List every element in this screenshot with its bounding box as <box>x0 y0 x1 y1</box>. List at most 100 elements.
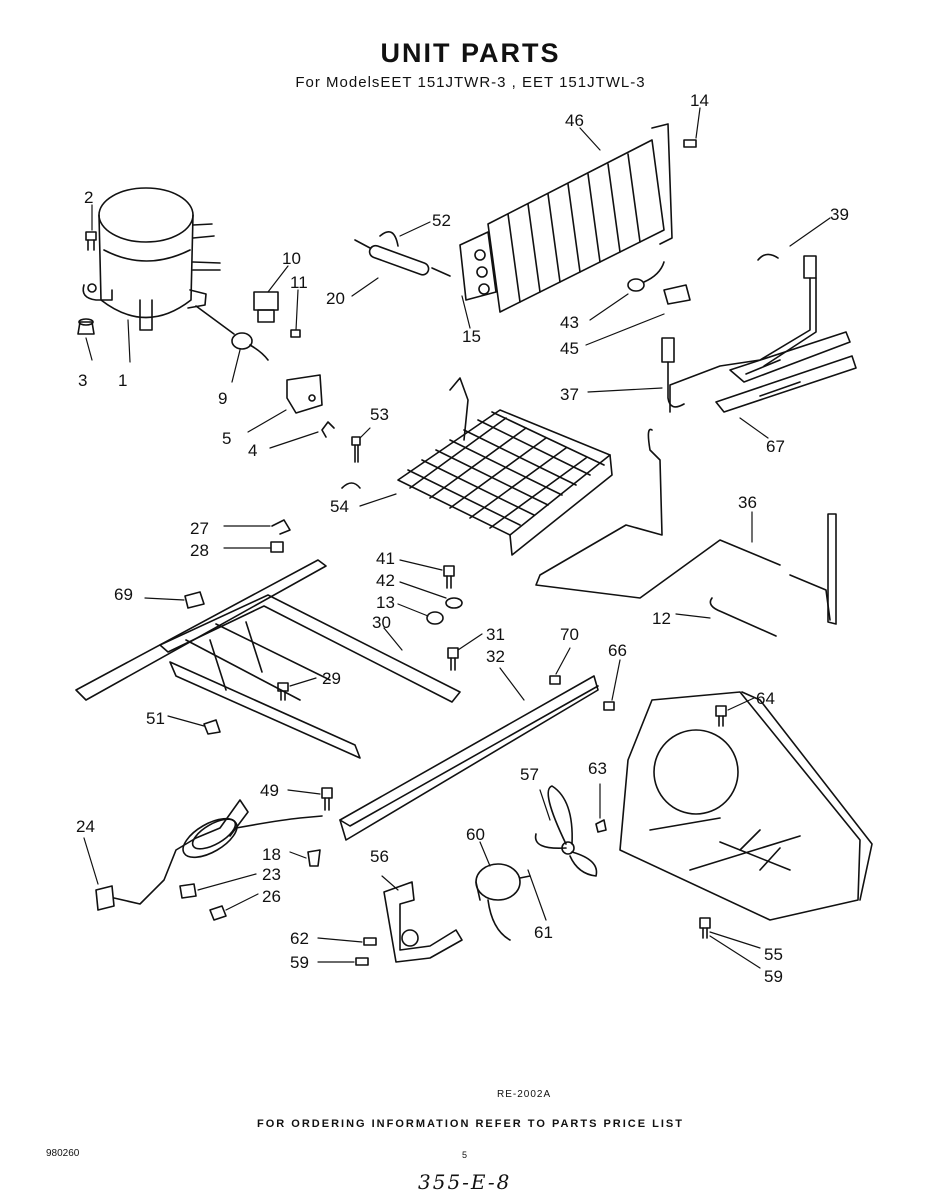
callout-55: 55 <box>764 945 783 964</box>
condenser-part-46 <box>459 123 673 313</box>
callout-32: 32 <box>486 647 505 666</box>
screw-part-62 <box>363 937 377 946</box>
callout-39: 39 <box>830 205 849 224</box>
screw-part-59-lower <box>699 917 711 939</box>
callout-51: 51 <box>146 709 165 728</box>
base-frame-part-30 <box>75 559 461 759</box>
callout-13: 13 <box>376 593 395 612</box>
callout-31: 31 <box>486 625 505 644</box>
clip-part-4 <box>321 421 335 438</box>
callout-12: 12 <box>652 609 671 628</box>
overload-part-9 <box>195 305 269 361</box>
screw-part-31 <box>447 647 459 671</box>
fan-motor-part-60 <box>475 863 531 941</box>
page-title: UNIT PARTS <box>380 38 561 68</box>
fitting-part-43 <box>627 261 691 305</box>
callout-43: 43 <box>560 313 579 332</box>
callout-23: 23 <box>262 865 281 884</box>
tube-part-37 <box>661 255 817 413</box>
cover-part-5 <box>286 374 323 414</box>
clip-part-63 <box>595 819 607 833</box>
callout-14: 14 <box>690 91 709 110</box>
drier-part-20 <box>354 230 451 277</box>
callout-26: 26 <box>262 887 281 906</box>
callout-64: 64 <box>756 689 775 708</box>
page-number: 5 <box>462 1150 468 1160</box>
screw-part-14 <box>683 139 697 148</box>
callout-57: 57 <box>520 765 539 784</box>
callout-4: 4 <box>248 441 257 460</box>
leader-lines <box>83 107 831 969</box>
callout-20: 20 <box>326 289 345 308</box>
model-subtitle: For ModelsEET 151JTWR-3 , EET 151JTWL-3 <box>295 74 646 91</box>
bracket-part-56 <box>383 881 463 963</box>
tube-part-12 <box>709 597 777 637</box>
callout-70: 70 <box>560 625 579 644</box>
callout-67: 67 <box>766 437 785 456</box>
callout-66: 66 <box>608 641 627 660</box>
nut-part-28 <box>270 541 284 553</box>
screw-part-26 <box>209 905 227 921</box>
handwritten-note: 355-E-8 <box>418 1170 512 1194</box>
callout-46: 46 <box>565 111 584 130</box>
callout-11: 11 <box>290 273 308 292</box>
callout-labels: 2 3 1 9 10 11 52 20 15 46 14 39 43 45 37… <box>76 91 849 986</box>
reference-code: RE-2002A <box>497 1089 552 1100</box>
callout-10: 10 <box>282 249 301 268</box>
relay-part-10 <box>253 291 279 323</box>
callout-59-lower: 59 <box>764 967 783 986</box>
callout-24: 24 <box>76 817 95 836</box>
callout-63: 63 <box>588 759 607 778</box>
hook-part-39 <box>757 253 779 261</box>
screw-part-66 <box>603 701 615 711</box>
callout-69: 69 <box>114 585 133 604</box>
grommet-part-3 <box>77 318 95 335</box>
fan-housing-part-55 <box>619 691 873 921</box>
ordering-footer-note: FOR ORDERING INFORMATION REFER TO PARTS … <box>257 1118 684 1130</box>
callout-37: 37 <box>560 385 579 404</box>
callout-27: 27 <box>190 519 209 538</box>
screw-part-49 <box>321 787 333 811</box>
fan-blade-part-57 <box>534 785 598 877</box>
callout-42: 42 <box>376 571 395 590</box>
callout-53: 53 <box>370 405 389 424</box>
clip-part-11 <box>290 329 301 338</box>
screw-part-53 <box>341 436 361 489</box>
tube-part-36 <box>535 428 837 625</box>
callout-52: 52 <box>432 211 451 230</box>
callout-56: 56 <box>370 847 389 866</box>
washer-part-42 <box>445 597 463 609</box>
screw-part-70 <box>549 675 561 685</box>
callout-9: 9 <box>218 389 227 408</box>
screw-part-29 <box>277 682 289 701</box>
callout-45: 45 <box>560 339 579 358</box>
callout-1: 1 <box>118 371 127 390</box>
callout-5: 5 <box>222 429 231 448</box>
screw-part-41 <box>443 565 455 589</box>
callout-62: 62 <box>290 929 309 948</box>
callout-2: 2 <box>84 188 93 207</box>
tray-part-67 <box>715 331 857 413</box>
callout-36: 36 <box>738 493 757 512</box>
callout-54: 54 <box>330 497 349 516</box>
callout-3: 3 <box>78 371 87 390</box>
callout-41: 41 <box>376 549 395 568</box>
callout-30: 30 <box>372 613 391 632</box>
callout-15: 15 <box>462 327 481 346</box>
callout-59-upper: 59 <box>290 953 309 972</box>
callout-49: 49 <box>260 781 279 800</box>
document-code: 980260 <box>46 1148 80 1159</box>
clip-part-27 <box>271 519 291 535</box>
evaporator-part-54 <box>397 377 613 556</box>
rail-part-32 <box>339 675 599 841</box>
clip-part-51 <box>203 719 221 735</box>
clamp-part-23 <box>179 883 197 899</box>
callout-18: 18 <box>262 845 281 864</box>
grommet-part-13 <box>426 611 444 625</box>
callout-60: 60 <box>466 825 485 844</box>
cap-part-18 <box>307 849 321 867</box>
power-cord-part-24 <box>95 799 323 911</box>
callout-29: 29 <box>322 669 341 688</box>
callout-28: 28 <box>190 541 209 560</box>
